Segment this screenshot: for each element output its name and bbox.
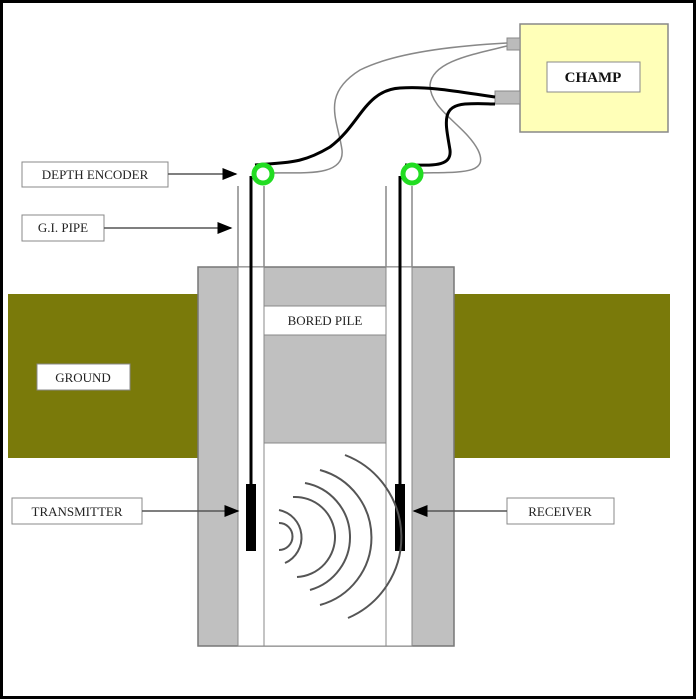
ground-right [454, 294, 670, 458]
bored-pile-label-box [263, 305, 387, 336]
depth-encoder-callout-box [21, 161, 169, 188]
depth-encoder-wheel-left [251, 162, 275, 186]
ground-callout-box [36, 363, 131, 391]
sonic-waves [278, 454, 403, 619]
pile-test-zone [263, 442, 387, 647]
gray-cable-left [269, 42, 508, 174]
depth-encoder-label: DEPTH ENCODER [42, 167, 149, 182]
bored-pile-label: BORED PILE [288, 313, 363, 328]
receiver-callout-box [506, 497, 615, 525]
gi-pipe-callout-box [21, 214, 105, 242]
receiver-label: RECEIVER [528, 504, 592, 519]
ground-label: GROUND [55, 370, 111, 385]
transmitter-probe [246, 484, 256, 551]
connector-bottom [494, 90, 521, 105]
black-cable-right [404, 102, 496, 167]
connector-top [506, 37, 521, 51]
gi-pipe-label: G.I. PIPE [38, 220, 88, 235]
champ-label: CHAMP [565, 70, 622, 86]
depth-encoder-wheel-right [400, 162, 424, 186]
connecting-cables [254, 42, 508, 174]
transmitter-label: TRANSMITTER [32, 504, 123, 519]
gray-cable-right [419, 45, 508, 174]
black-cable-left [254, 86, 496, 167]
champ-device [519, 23, 669, 133]
champ-label-box [546, 61, 641, 93]
wave-1 [278, 522, 294, 551]
